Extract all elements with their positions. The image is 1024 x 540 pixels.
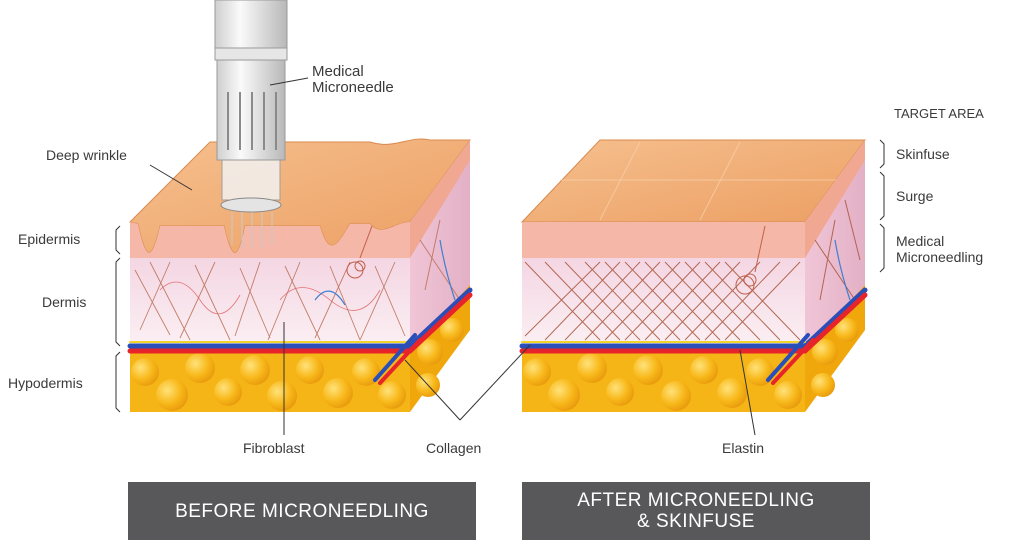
after-collagen-fibers — [524, 199, 861, 341]
hypodermis-label: Hypodermis — [8, 375, 83, 391]
deep-wrinkle-label: Deep wrinkle — [46, 147, 127, 163]
target-surge-label: Surge — [896, 188, 934, 204]
after-blood-vessels — [519, 287, 868, 385]
collagen-label: Collagen — [426, 440, 482, 456]
after-dermis-layer — [522, 258, 805, 344]
fibroblast-label: Fibroblast — [243, 440, 305, 456]
epidermis-label: Epidermis — [18, 231, 81, 247]
dermis-label: Dermis — [42, 294, 87, 310]
before-skin-block — [127, 138, 473, 412]
before-gland — [346, 225, 373, 279]
before-collagen-fibers — [134, 219, 461, 341]
target-microneedling-line1: Medical — [896, 233, 945, 249]
before-skin-surface — [129, 138, 471, 254]
elastin-label: Elastin — [722, 440, 765, 456]
after-skin-surface — [520, 139, 866, 223]
after-banner: AFTER MICRONEEDLING & SKINFUSE — [522, 482, 870, 540]
medical-microneedle-label-line1: Medical — [312, 63, 364, 80]
after-fat-cells — [523, 318, 859, 411]
target-skinfuse-label: Skinfuse — [896, 146, 950, 162]
before-dermis-layer — [130, 258, 410, 344]
medical-microneedle-label-line2: Microneedle — [312, 79, 394, 96]
before-fat-cells — [131, 318, 464, 411]
before-epidermis-layer — [130, 222, 410, 258]
microneedle-device — [214, 0, 288, 248]
before-banner: BEFORE MICRONEEDLING — [128, 482, 476, 540]
medical-microneedle-label: Medical Microneedle — [312, 64, 394, 96]
after-banner-line2: & SKINFUSE — [637, 511, 755, 532]
after-skin-block — [519, 139, 868, 412]
after-banner-line1: AFTER MICRONEEDLING — [577, 490, 815, 511]
target-area-title: TARGET AREA — [894, 106, 984, 121]
after-gland — [735, 225, 766, 295]
after-epidermis-layer — [522, 222, 805, 258]
leader-lines — [115, 77, 885, 436]
target-microneedling-line2: Microneedling — [896, 249, 984, 265]
target-microneedling-label: Medical Microneedling — [896, 233, 983, 265]
before-banner-text: BEFORE MICRONEEDLING — [175, 500, 429, 522]
before-blood-vessels — [127, 287, 473, 385]
